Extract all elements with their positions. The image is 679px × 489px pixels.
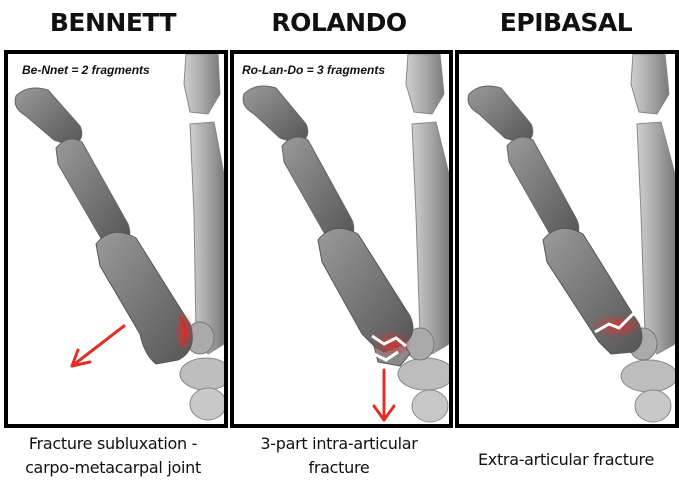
fracture-highlight bbox=[174, 312, 194, 352]
thumb-proximal-phalanx bbox=[506, 136, 580, 241]
carpal-bone bbox=[620, 359, 675, 393]
thumb-distal-phalanx bbox=[14, 87, 83, 147]
caption-line: carpo-metacarpal joint bbox=[25, 458, 201, 477]
caption-line: Extra-articular fracture bbox=[477, 450, 655, 469]
panel-bennett: Be-Nnet = 2 fragments bbox=[4, 50, 228, 428]
carpal-bone bbox=[179, 357, 224, 391]
heading-rolando: ROLANDO bbox=[271, 8, 407, 37]
fracture-line bbox=[373, 350, 399, 362]
epibasal-thumb-illustration bbox=[467, 54, 675, 423]
index-metacarpal-bone bbox=[636, 121, 675, 355]
fracture-line bbox=[179, 315, 188, 347]
fracture-line bbox=[371, 334, 407, 348]
thumb-distal-phalanx bbox=[467, 85, 534, 145]
index-phalanx-bone bbox=[630, 54, 670, 115]
thumb-distal-phalanx bbox=[242, 85, 309, 145]
caption-rolando: 3-part intra-articular fracture bbox=[226, 432, 452, 480]
index-metacarpal-bone bbox=[411, 121, 449, 355]
caption-epibasal: Extra-articular fracture bbox=[453, 448, 679, 472]
caption-line: fracture bbox=[308, 458, 370, 477]
index-phalanx-bone bbox=[183, 54, 221, 115]
thumb-proximal-phalanx bbox=[281, 136, 355, 241]
fracture-highlight bbox=[372, 330, 412, 358]
heading-bennett: BENNETT bbox=[49, 8, 177, 37]
carpal-bone bbox=[397, 357, 449, 391]
rolando-thumb-illustration bbox=[242, 54, 449, 423]
panel-rolando: Ro-Lan-Do = 3 fragments bbox=[230, 50, 453, 428]
carpal-bone bbox=[634, 389, 672, 423]
heading-epibasal: EPIBASAL bbox=[499, 8, 633, 37]
index-metacarpal-bone bbox=[189, 121, 224, 355]
bennett-mnemonic: Be-Nnet = 2 fragments bbox=[22, 63, 150, 77]
displacement-arrow bbox=[372, 368, 396, 422]
carpal-bone bbox=[189, 387, 224, 421]
caption-line: Fracture subluxation - bbox=[28, 434, 198, 453]
bennett-thumb-illustration bbox=[14, 54, 224, 421]
index-phalanx-bone bbox=[405, 54, 445, 115]
thumb-proximal-phalanx bbox=[55, 138, 131, 245]
panel-epibasal bbox=[455, 50, 679, 428]
caption-bennett: Fracture subluxation - carpo-metacarpal … bbox=[0, 432, 226, 480]
displacement-arrow bbox=[70, 324, 126, 368]
rolando-mnemonic: Ro-Lan-Do = 3 fragments bbox=[242, 63, 386, 77]
carpal-bone bbox=[411, 389, 449, 423]
caption-line: 3-part intra-articular bbox=[260, 434, 418, 453]
thumb-metacarpal bbox=[95, 231, 193, 365]
fracture-line bbox=[594, 312, 640, 334]
